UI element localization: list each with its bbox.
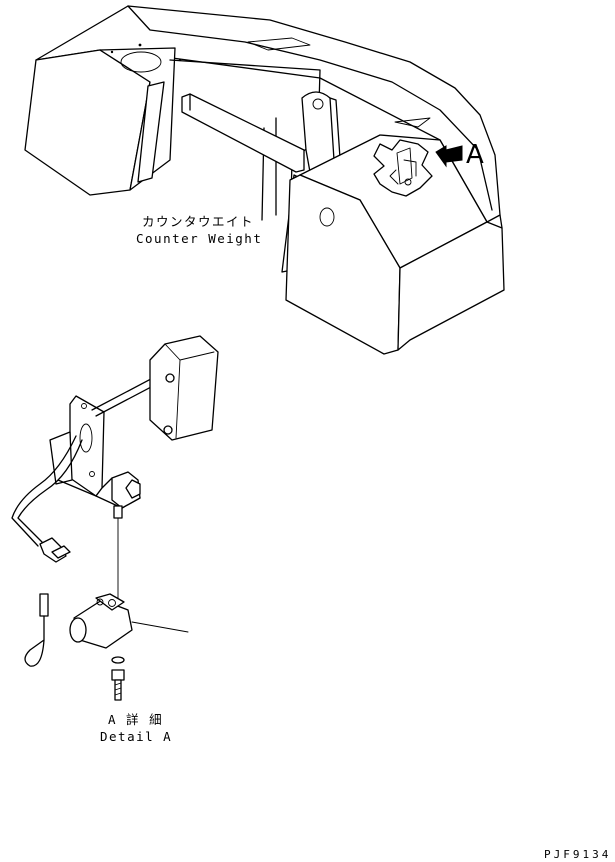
detail-label-jp: A 詳 細 xyxy=(108,712,164,727)
counterweight-label-jp: カウンタウエイト xyxy=(142,214,255,229)
drawing-id: PJF9134 xyxy=(544,848,612,861)
counterweight-body xyxy=(24,5,505,355)
view-marker-label: A xyxy=(466,140,484,170)
view-arrow-a xyxy=(435,145,463,168)
switch-component xyxy=(24,593,189,701)
detail-a-assembly xyxy=(11,335,219,601)
counterweight-label-en: Counter Weight xyxy=(136,231,263,246)
detail-label-en: Detail A xyxy=(100,729,173,744)
